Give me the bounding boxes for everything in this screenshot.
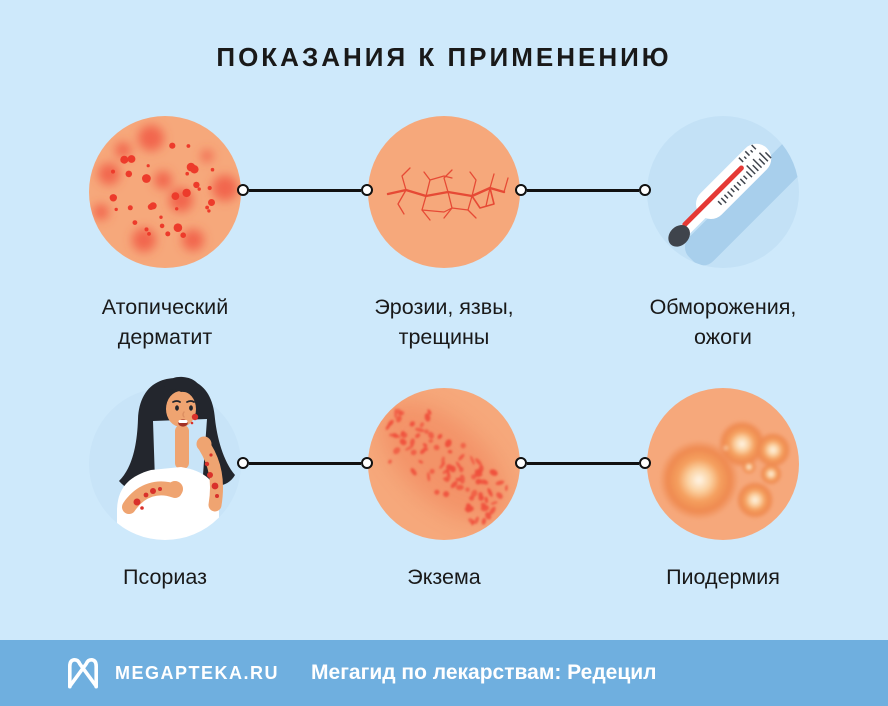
nose xyxy=(182,411,185,418)
woman-scratching-arm-icon xyxy=(89,376,241,540)
connector-endpoint xyxy=(515,457,527,469)
hair-front xyxy=(163,376,202,409)
arm-rash-dots xyxy=(133,453,219,510)
footer-bar: MEGAPTEKA.RU Мегагид по лекарствам: Реде… xyxy=(0,640,888,706)
figure-psoriasis xyxy=(89,375,241,540)
eczema-rash-skin-icon xyxy=(368,388,520,540)
cheek-rash-spot-small xyxy=(190,421,194,425)
pyoderma-pustules-skin-icon xyxy=(647,388,799,540)
eyebrows xyxy=(172,400,195,403)
label-line: Псориаз xyxy=(123,565,207,589)
label-line: Экзема xyxy=(407,565,481,589)
thermometer-body xyxy=(695,143,772,220)
label-line: ожоги xyxy=(694,325,752,349)
teeth xyxy=(178,420,188,423)
rash-spots xyxy=(385,408,508,526)
figure-eczema xyxy=(368,388,520,540)
connector-endpoint xyxy=(361,184,373,196)
connector-endpoint xyxy=(639,184,651,196)
connector-endpoint xyxy=(361,457,373,469)
red-rash-dots xyxy=(109,142,215,238)
connector-line xyxy=(527,461,639,465)
label-atopic-dermatitis: Атопический дерматит xyxy=(25,292,305,352)
label-line: Обморожения, xyxy=(649,295,797,319)
face xyxy=(166,391,196,427)
label-line: Пиодермия xyxy=(666,565,780,589)
figure-pyoderma xyxy=(647,388,799,540)
cracked-skin-icon xyxy=(368,116,520,268)
label-psoriasis: Псориаз xyxy=(25,562,305,592)
label-line: дерматит xyxy=(117,325,213,349)
connector-row1-left xyxy=(237,184,373,196)
footer-tagline: Мегагид по лекарствам: Редецил xyxy=(311,661,657,684)
label-pyoderma: Пиодермия xyxy=(583,562,863,592)
connector-endpoint xyxy=(237,457,249,469)
thermometer-tip xyxy=(668,225,690,247)
label-line: Эрозии, язвы, xyxy=(374,295,514,319)
t-shirt xyxy=(117,467,219,540)
neck xyxy=(175,425,189,469)
thermometer-shadow xyxy=(684,139,799,266)
left-hand xyxy=(167,481,183,497)
megapteka-logo-icon xyxy=(68,658,98,689)
figure-atopic-dermatitis xyxy=(89,116,241,268)
connector-endpoint xyxy=(639,457,651,469)
pustules xyxy=(659,420,791,520)
cheek-rash-spot xyxy=(191,413,199,421)
figure-thermometer xyxy=(647,116,799,268)
page-title: ПОКАЗАНИЯ К ПРИМЕНЕНИЮ xyxy=(216,42,672,72)
brand-name: MEGAPTEKA.RU xyxy=(115,662,280,683)
right-forearm xyxy=(198,440,224,512)
label-erosions-ulcers-cracks: Эрозии, язвы, трещины xyxy=(304,292,584,352)
label-line: Атопический xyxy=(101,295,229,319)
figure-cracked-skin xyxy=(368,116,520,268)
connector-line xyxy=(527,188,639,192)
scale-ticks xyxy=(717,144,772,206)
label-frostbite-burns: Обморожения, ожоги xyxy=(583,292,863,352)
label-line: трещины xyxy=(398,325,490,349)
connector-row2-right xyxy=(515,457,651,469)
dermatitis-skin-spots-icon xyxy=(89,116,241,268)
connector-endpoint xyxy=(237,184,249,196)
connector-row2-left xyxy=(237,457,373,469)
connector-line xyxy=(249,461,361,465)
connector-endpoint xyxy=(515,184,527,196)
right-hand xyxy=(196,436,212,452)
mercury-line xyxy=(682,165,744,228)
connector-row1-right xyxy=(515,184,651,196)
thermometer-icon xyxy=(647,116,799,268)
crack-lines xyxy=(386,167,509,221)
eyes xyxy=(175,405,193,411)
label-eczema: Экзема xyxy=(304,562,584,592)
connector-line xyxy=(249,188,361,192)
